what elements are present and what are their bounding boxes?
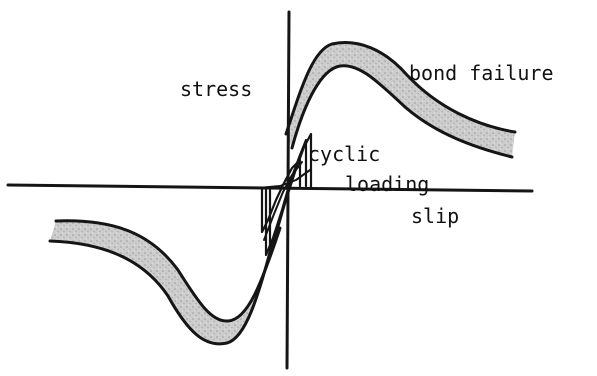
upper-envelope-outer-curve: [284, 41, 517, 136]
cyclic-loading-loops: [257, 132, 313, 257]
loading-label: loading: [345, 172, 429, 196]
upper-envelope-inner-curve: [290, 64, 514, 159]
upper-envelope-band: [286, 42, 515, 157]
slip-axis: [6, 183, 534, 193]
slip-label: slip: [411, 204, 459, 228]
lower-envelope-outer-curve: [48, 239, 274, 346]
lower-envelope-band: [50, 220, 280, 344]
bond-failure-label: bond failure: [409, 61, 554, 85]
lower-envelope-inner-curve: [54, 219, 282, 323]
stress-label: stress: [180, 77, 252, 101]
cyclic-label: cyclic: [308, 142, 380, 166]
